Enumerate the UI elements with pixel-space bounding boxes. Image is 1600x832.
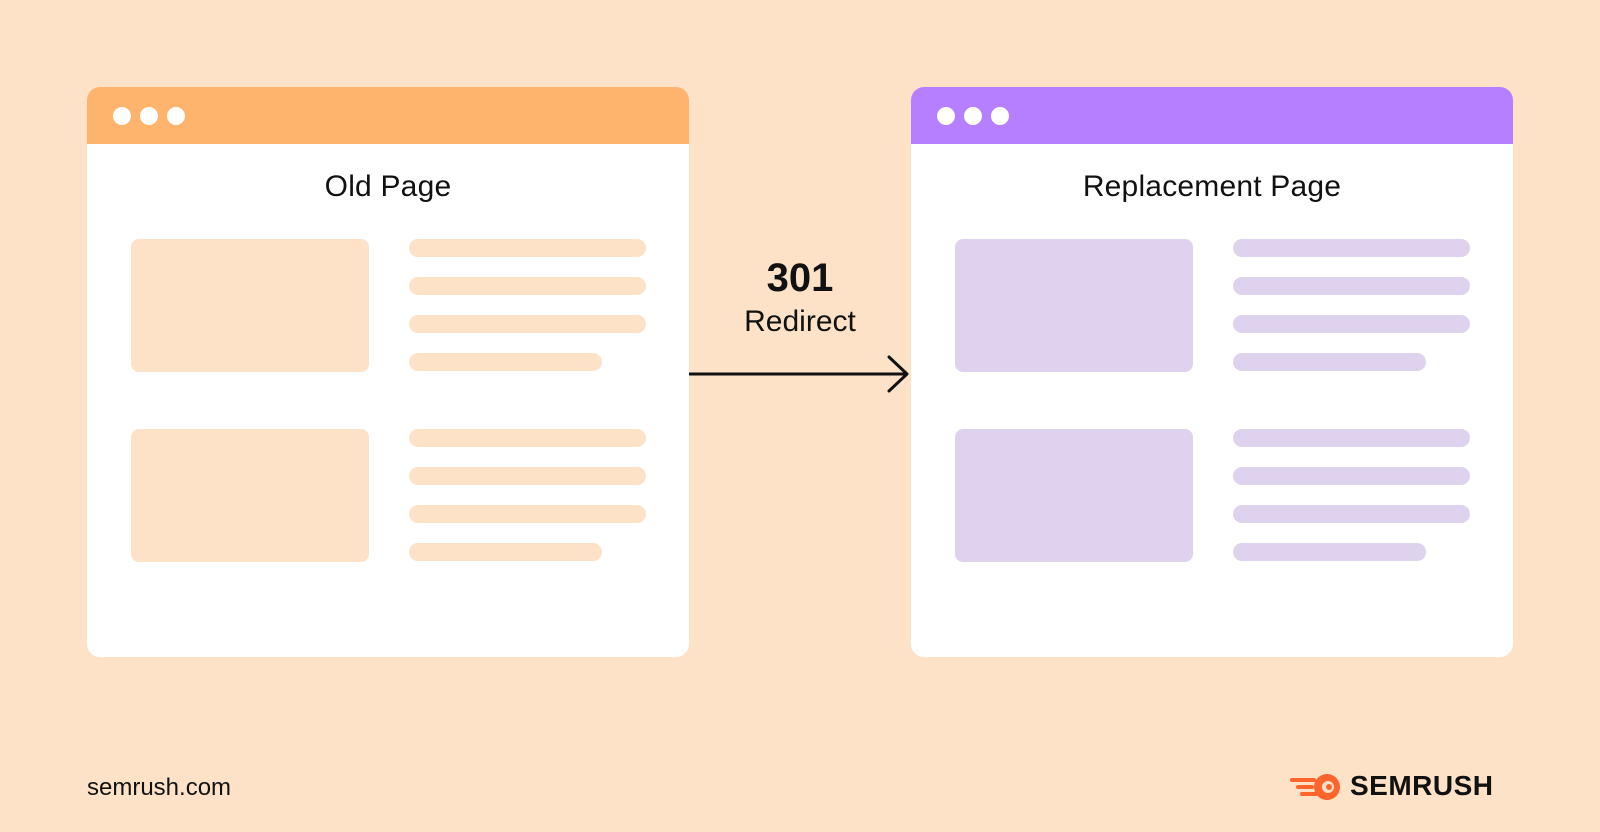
text-line-placeholder <box>1233 239 1470 257</box>
image-placeholder <box>955 239 1193 372</box>
old-page-window: Old Page <box>87 87 689 657</box>
text-line-placeholder <box>1233 505 1470 523</box>
brand-logo: SEMRUSH <box>1290 770 1494 802</box>
text-line-placeholder <box>409 315 646 333</box>
window-dot-icon <box>964 106 982 125</box>
window-dot-icon <box>167 106 185 125</box>
window-dot-icon <box>991 106 1009 125</box>
text-line-placeholder <box>409 543 602 561</box>
image-placeholder <box>131 429 369 562</box>
text-line-placeholder <box>1233 429 1470 447</box>
text-line-placeholder <box>409 239 646 257</box>
redirect-connector: 301 Redirect <box>689 250 911 400</box>
image-placeholder <box>131 239 369 372</box>
redirect-code: 301 <box>766 256 834 300</box>
semrush-logo-icon <box>1290 774 1340 800</box>
brand-name: SEMRUSH <box>1350 770 1494 801</box>
text-line-placeholder <box>1233 353 1426 371</box>
old-page-titlebar <box>87 87 689 144</box>
text-line-placeholder <box>409 353 602 371</box>
text-line-placeholder <box>409 505 646 523</box>
text-line-placeholder <box>1233 315 1470 333</box>
replacement-page-window: Replacement Page <box>911 87 1513 657</box>
redirect-label: Redirect <box>744 305 856 338</box>
text-line-placeholder <box>409 277 646 295</box>
old-page-title: Old Page <box>324 170 452 203</box>
arrow-right-icon <box>689 355 909 393</box>
window-dot-icon <box>140 106 158 125</box>
replacement-page-title: Replacement Page <box>1082 170 1342 203</box>
image-placeholder <box>955 429 1193 562</box>
text-line-placeholder <box>409 467 646 485</box>
footer-url: semrush.com <box>87 774 232 801</box>
text-line-placeholder <box>409 429 646 447</box>
window-dot-icon <box>937 106 955 125</box>
window-dot-icon <box>113 106 131 125</box>
text-line-placeholder <box>1233 467 1470 485</box>
text-line-placeholder <box>1233 543 1426 561</box>
replacement-page-titlebar <box>911 87 1513 144</box>
text-line-placeholder <box>1233 277 1470 295</box>
